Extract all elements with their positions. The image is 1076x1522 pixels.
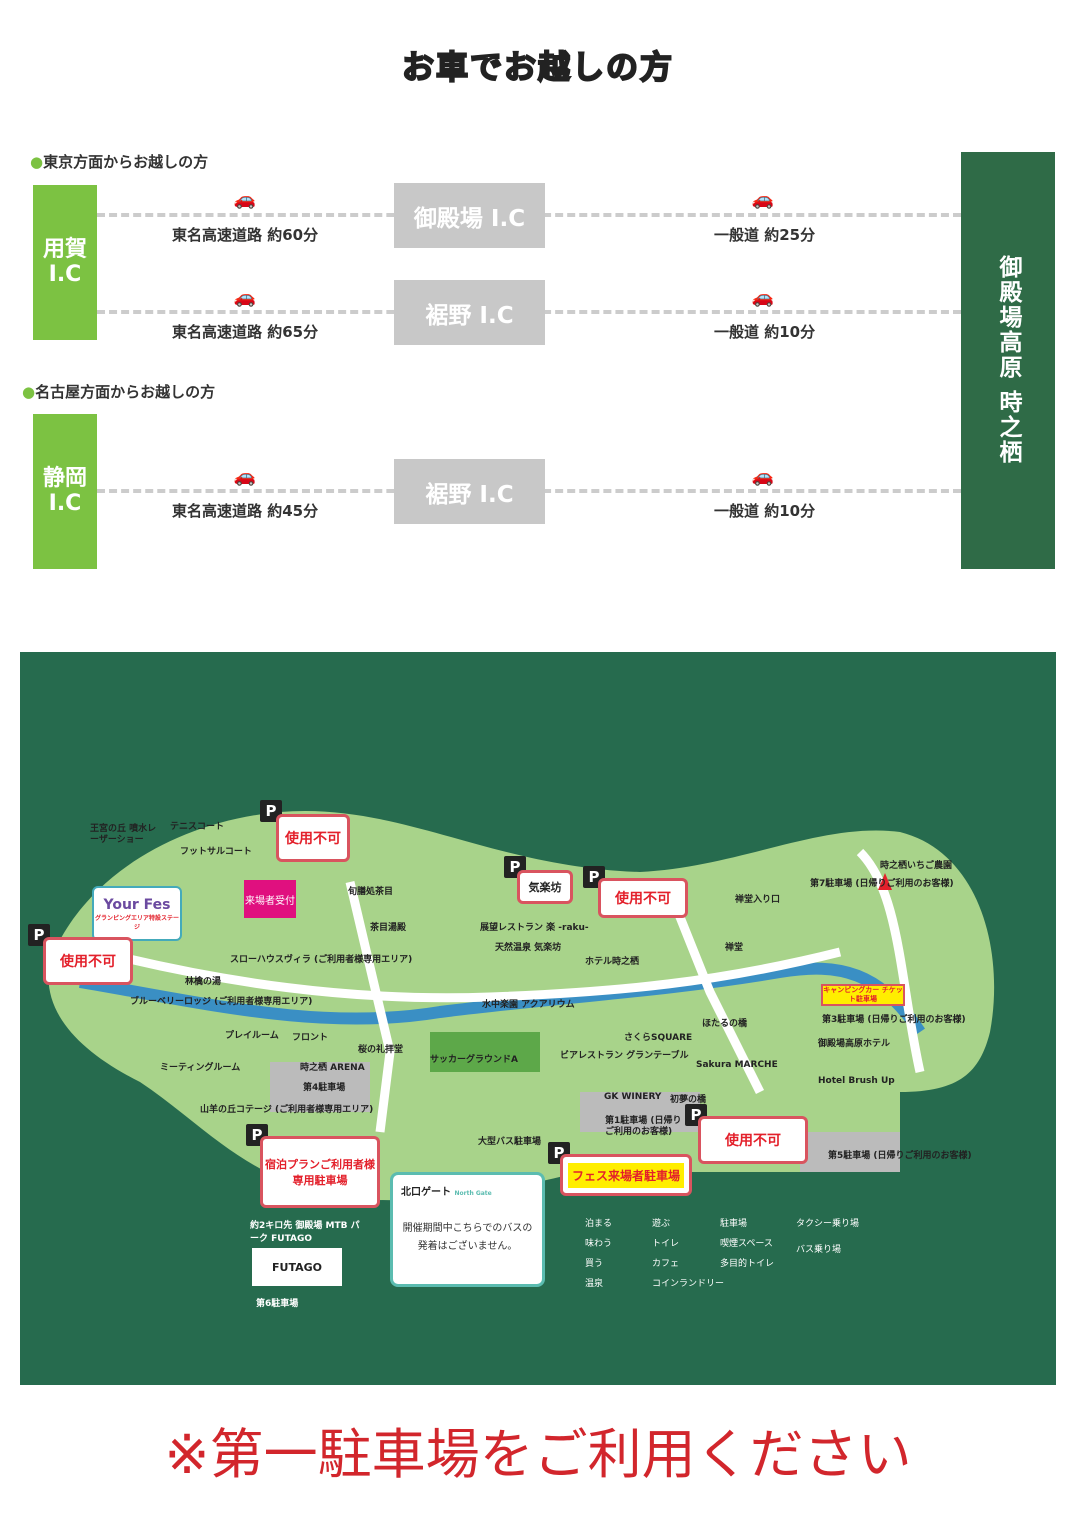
highway-time: 東名高速道路 約65分 — [172, 323, 319, 341]
map-place: 初夢の橋 — [670, 1095, 707, 1105]
map-place: Hotel Brush Up — [818, 1076, 895, 1086]
legend-parking: 駐車場 — [720, 1219, 748, 1229]
map-place: サッカーグラウンドA — [430, 1055, 518, 1065]
map-place: 時之栖いちご農園 — [880, 861, 953, 871]
map-place: GK WINERY — [604, 1092, 662, 1102]
legend-bus: バス乗り場 — [796, 1245, 842, 1255]
map-place: 茶目湯殿 — [370, 923, 407, 933]
map-place: 桜の礼拝堂 — [358, 1045, 404, 1055]
map-place: ブルーベリーロッジ (ご利用者様専用エリア) — [130, 997, 313, 1007]
highway-time: 東名高速道路 約60分 — [172, 226, 319, 244]
car-icon: 🚗 — [233, 287, 257, 308]
map-place: 禅堂入り口 — [735, 895, 781, 905]
origin-yoga-ic: 用賀 I.C — [33, 185, 97, 340]
nagoya-heading-text: 名古屋方面からお越しの方 — [35, 383, 216, 401]
map-place: 展望レストラン 楽 -raku- — [480, 923, 589, 933]
map-place: 第7駐車場 (日帰りご利用のお客様) — [810, 879, 954, 889]
map-place: ビアレストラン グランテーブル — [560, 1051, 689, 1061]
legend-cafe: カフェ — [652, 1259, 680, 1269]
map-place: 第5駐車場 (日帰りご利用のお客様) — [828, 1151, 972, 1161]
fes-parking-label: フェス来場者駐車場 — [567, 1162, 684, 1188]
local-road-time: 一般道 約10分 — [714, 323, 816, 341]
unavailable-callout: 使用不可 — [43, 937, 133, 985]
futago-logo: FUTAGO — [252, 1248, 342, 1286]
map-place: ホテル時之栖 — [585, 957, 640, 967]
unavailable-callout: 使用不可 — [598, 878, 688, 918]
camping-car-label: キャンピングカー チケット駐車場 — [821, 984, 905, 1006]
map-place: ミーティングルーム — [160, 1063, 241, 1073]
local-road-time: 一般道 約25分 — [714, 226, 816, 244]
map-place: スローハウスヴィラ (ご利用者様専用エリア) — [230, 955, 413, 965]
map-place: 大型バス駐車場 — [478, 1137, 542, 1147]
tokyo-heading-text: 東京方面からお越しの方 — [43, 153, 209, 171]
map-place: 第4駐車場 — [303, 1083, 346, 1093]
map-place: 林檎の湯 — [185, 977, 222, 987]
legend-play: 遊ぶ — [652, 1219, 671, 1229]
north-gate-message: 開催期間中こちらでのバスの発着はございません。 — [402, 1223, 533, 1252]
nagoya-heading: ●名古屋方面からお越しの方 — [22, 383, 216, 401]
car-icon: 🚗 — [233, 189, 257, 210]
map-place: プレイルーム — [225, 1031, 279, 1041]
origin-shizuoka-ic: 静岡 I.C — [33, 414, 97, 569]
parking-notice: ※第一駐車場をご利用ください — [164, 1423, 912, 1486]
reception-label: 来場者受付 — [244, 880, 296, 918]
legend-smoking: 喫煙スペース — [720, 1239, 773, 1249]
susono-ic-box: 裾野 I.C — [394, 280, 545, 345]
map-place: 山羊の丘コテージ (ご利用者様専用エリア) — [200, 1105, 374, 1115]
your-fes-subtitle: グランピングエリア特設ステージ — [94, 914, 179, 931]
map-place: 第3駐車場 (日帰りご利用のお客様) — [822, 1015, 966, 1025]
tokyo-heading: ●東京方面からお越しの方 — [30, 153, 209, 171]
stay-parking-callout: 宿泊プランご利用者様専用駐車場 — [260, 1136, 380, 1208]
legend-taxi: タクシー乗り場 — [796, 1219, 860, 1229]
gotemba-ic-box: 御殿場 I.C — [394, 183, 545, 248]
legend-laundry: コインランドリー — [652, 1279, 725, 1289]
unavailable-callout: 使用不可 — [276, 814, 350, 862]
kirakubo-callout: 気楽坊 — [517, 870, 573, 904]
legend-stay: 泊まる — [585, 1219, 613, 1229]
north-gate-title: 北口ゲート — [401, 1187, 451, 1198]
map-place: ほたるの橋 — [702, 1019, 748, 1029]
unavailable-callout: 使用不可 — [698, 1116, 808, 1164]
page-title: お車でお越しの方 — [401, 47, 674, 87]
map-place: 旬膳処茶目 — [348, 887, 394, 897]
map-place: フロント — [292, 1033, 329, 1043]
destination-box: 御殿場高原 時之栖 — [961, 152, 1055, 569]
map-place: 天然温泉 気楽坊 — [495, 943, 562, 953]
highway-time: 東名高速道路 約45分 — [172, 502, 319, 520]
map-place: 御殿場高原ホテル — [818, 1039, 891, 1049]
fes-parking-callout: フェス来場者駐車場 — [560, 1154, 692, 1196]
car-icon: 🚗 — [751, 287, 775, 308]
legend-shop: 買う — [585, 1259, 604, 1269]
map-place: 禅堂 — [725, 943, 744, 953]
legend-toilet: トイレ — [652, 1239, 680, 1249]
local-road-time: 一般道 約10分 — [714, 502, 816, 520]
map-place: フットサルコート — [180, 847, 252, 857]
map-place: 時之栖 ARENA — [300, 1063, 365, 1073]
car-icon: 🚗 — [751, 189, 775, 210]
susono-ic-box: 裾野 I.C — [394, 459, 545, 524]
map-place: さくらSQUARE — [624, 1033, 693, 1043]
north-gate-en: North Gate — [454, 1190, 492, 1197]
map-place: 水中楽園 アクアリウム — [482, 1000, 575, 1010]
car-icon: 🚗 — [751, 466, 775, 487]
map-place: 第6駐車場 — [256, 1299, 299, 1309]
legend-dining: 味わう — [585, 1239, 613, 1249]
futago-direction: 約2キロ先 御殿場 MTB パーク FUTAGO — [250, 1221, 360, 1244]
car-icon: 🚗 — [233, 466, 257, 487]
map-place: Sakura MARCHE — [696, 1060, 778, 1070]
your-fes-title: Your Fes — [103, 896, 171, 913]
legend-accessible-toilet: 多目的トイレ — [720, 1259, 775, 1269]
map-place: 王宮の丘 噴水レーザーショー — [90, 824, 157, 845]
legend-onsen: 温泉 — [585, 1279, 604, 1289]
map-place: 第1駐車場 (日帰りご利用のお客様) — [605, 1116, 682, 1137]
map-place: テニスコート — [170, 822, 225, 832]
north-gate-note: 北口ゲート North Gate 開催期間中こちらでのバスの発着はございません。 — [390, 1172, 545, 1287]
